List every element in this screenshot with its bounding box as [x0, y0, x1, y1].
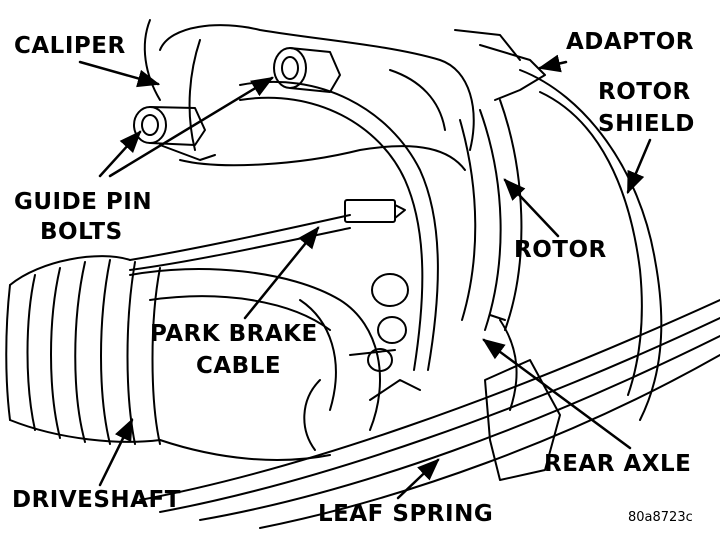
rear-axle-arrow [482, 338, 632, 450]
driveshaft-arrow [98, 417, 134, 487]
brake-hose [239, 80, 439, 371]
caliper-label: CALIPER [14, 33, 126, 59]
rotor-disc [499, 99, 523, 331]
guide-pin-arrow-lower [98, 130, 142, 178]
park-brake-label-line1: PARK BRAKE [150, 321, 318, 347]
adaptor-arrow [537, 54, 568, 73]
driveshaft-label: DRIVESHAFT [12, 487, 181, 513]
guide-pin-label-line2: BOLTS [40, 219, 123, 245]
caliper-body [159, 24, 475, 151]
rotor-shield-outline [519, 69, 663, 421]
park-brake-label-line2: CABLE [196, 353, 282, 379]
rotor-shield-arrow [626, 138, 652, 195]
guide-pin-bolt-lower [133, 106, 216, 161]
driveshaft-boot [5, 255, 161, 445]
guide-pin-arrow-upper [108, 76, 274, 178]
park-brake-cable [129, 214, 351, 261]
adaptor-label: ADAPTOR [566, 29, 695, 55]
rear-axle-label: REAR AXLE [544, 451, 692, 477]
leaf-spring [139, 299, 720, 529]
guide-pin-bolt-upper [273, 47, 341, 93]
figure-code: 80a8723c [628, 510, 693, 525]
rotor-shield-label-line1: ROTOR [598, 79, 691, 105]
rotor-label: ROTOR [514, 237, 607, 263]
axle-housing [129, 268, 381, 431]
guide-pin-label-line1: GUIDE PIN [14, 189, 153, 215]
caliper-arrow [78, 60, 161, 88]
rotor-arrow [503, 178, 560, 238]
rotor-shield-label-line2: SHIELD [598, 111, 695, 137]
leaf-spring-label: LEAF SPRING [318, 501, 494, 527]
spring-clamp [484, 359, 561, 481]
leaf-spring-arrow [396, 458, 440, 500]
adaptor-bracket [479, 44, 546, 101]
park-brake-arrow [243, 226, 320, 320]
